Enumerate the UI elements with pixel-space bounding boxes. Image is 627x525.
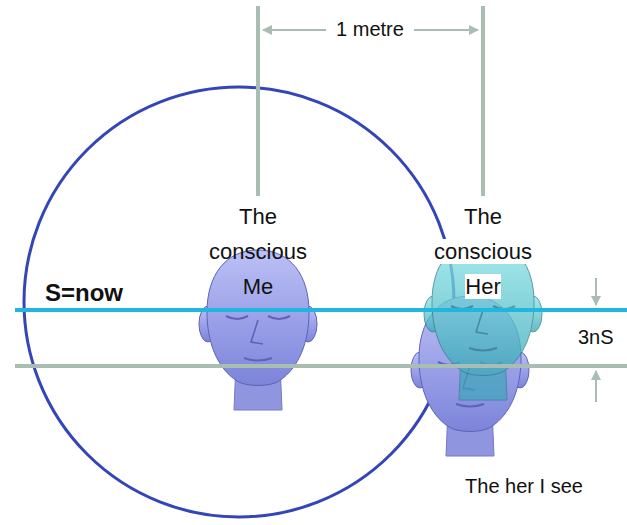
time-label: S=now [45, 279, 123, 306]
dimension-arrow [263, 29, 326, 31]
reference-line [481, 6, 485, 196]
time-label-box: S=now [45, 281, 123, 305]
head-label-box: The conscious Her [425, 199, 541, 304]
head-label-box: The conscious Me [200, 199, 316, 304]
light-circle [24, 87, 454, 517]
past-line [15, 364, 627, 368]
dimension-label-box: 3nS [578, 327, 614, 347]
head-label: The conscious Her [434, 204, 532, 299]
head-label: The her I see [465, 475, 583, 497]
dimension-arrow [595, 371, 597, 402]
dimension-arrow [595, 278, 597, 305]
head-label: The conscious Me [209, 204, 307, 299]
her-head [424, 240, 542, 400]
dimension-label: 3nS [578, 326, 614, 348]
reference-line [256, 6, 260, 196]
dimension-arrow [414, 29, 478, 31]
head-label-box: The her I see [465, 476, 583, 496]
dimension-label-box: 1 metre [336, 19, 404, 39]
dimension-label: 1 metre [336, 18, 404, 40]
now-line [15, 308, 627, 312]
